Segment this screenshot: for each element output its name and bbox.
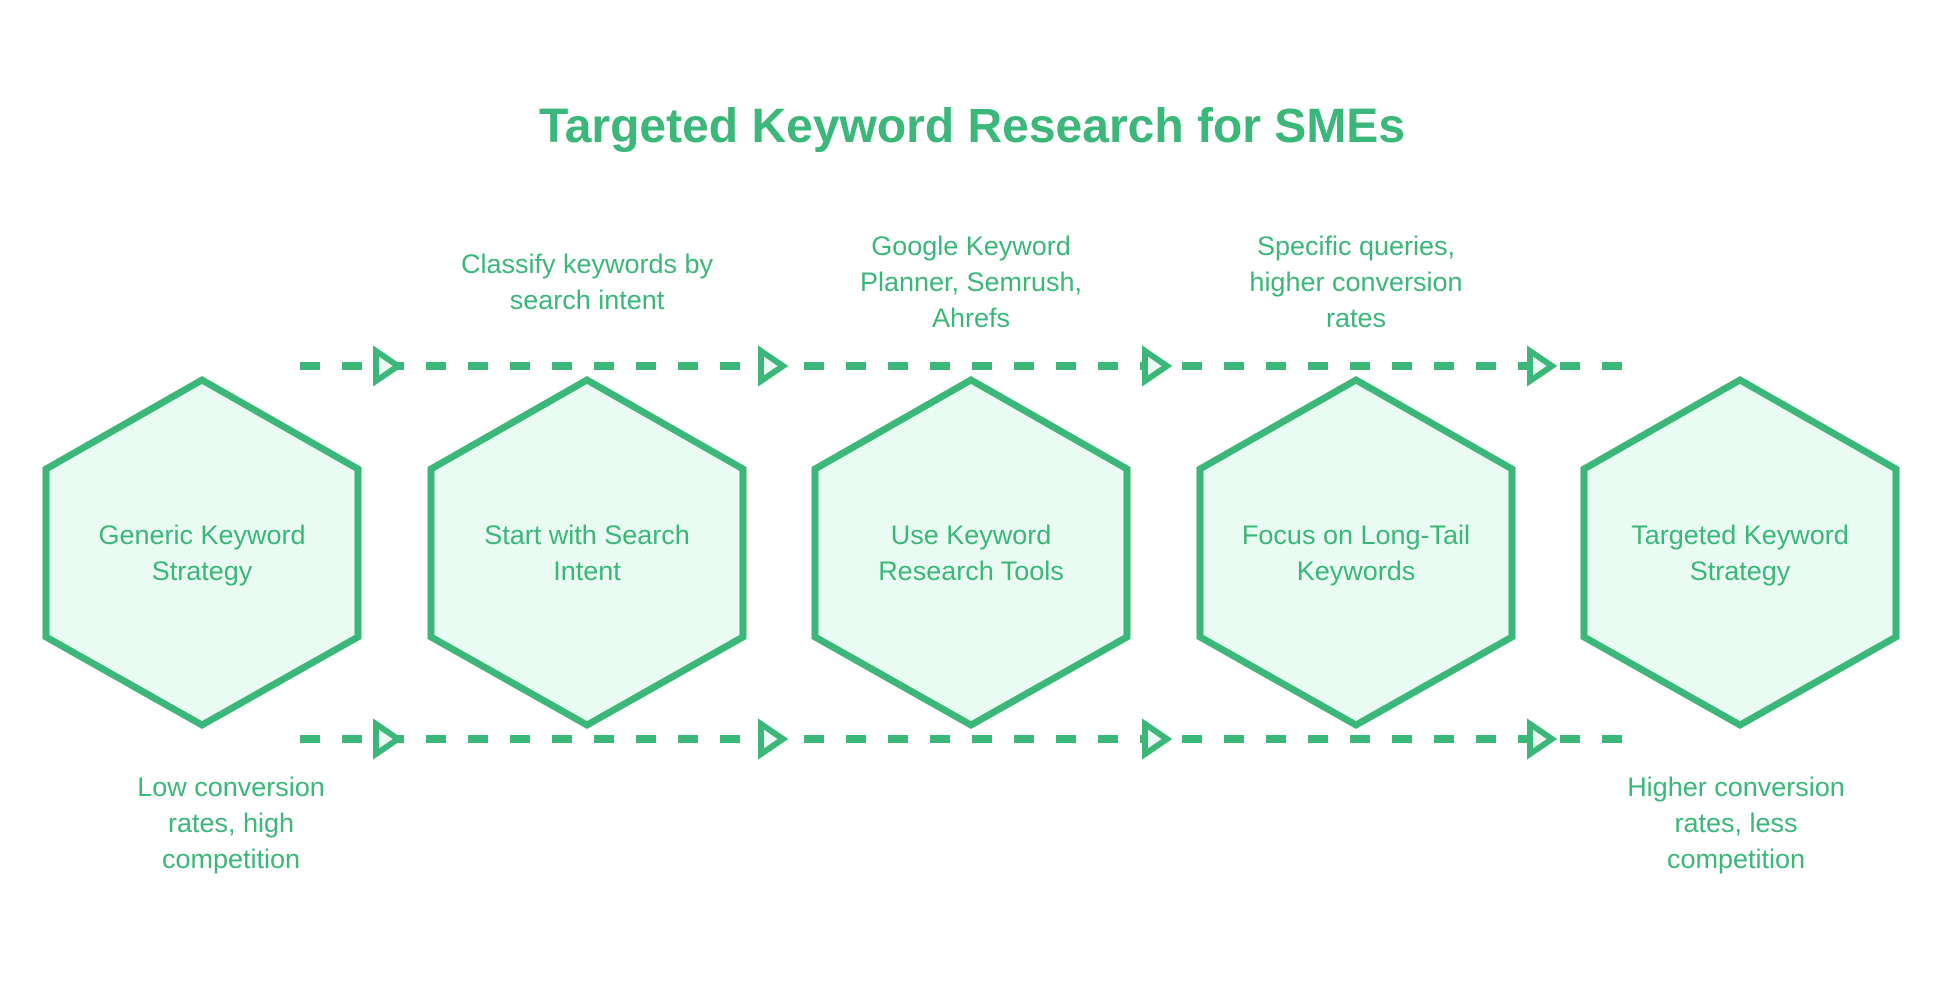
step-label: Focus on Long-Tail <box>1242 520 1470 550</box>
arrow-right-icon <box>758 718 789 760</box>
step-label: Targeted Keyword <box>1631 520 1849 550</box>
hexagon-shape <box>811 375 1131 730</box>
bottom-note: competition <box>1667 844 1805 874</box>
arrow-right-icon <box>1142 345 1173 387</box>
bottom-note: rates, high <box>168 808 294 838</box>
step-label: Generic Keyword <box>98 520 305 550</box>
top-note: Planner, Semrush, <box>860 267 1082 297</box>
bottom-note: Low conversion <box>137 772 325 802</box>
top-note: Classify keywords by <box>461 249 714 279</box>
hexagon-shape <box>427 375 747 730</box>
diagram-title: Targeted Keyword Research for SMEs <box>539 100 1405 153</box>
top-note: Specific queries, <box>1257 231 1455 261</box>
step-label: Use Keyword <box>891 520 1052 550</box>
step-label: Strategy <box>1690 556 1791 586</box>
bottom-note: competition <box>162 844 300 874</box>
arrow-right-icon <box>1142 718 1173 760</box>
bottom-note: Higher conversion <box>1627 772 1845 802</box>
top-note: Google Keyword <box>871 231 1071 261</box>
arrow-right-icon <box>1527 718 1558 760</box>
hexagon-shape <box>1196 375 1516 730</box>
hexagon-shape <box>1580 375 1900 730</box>
top-note: higher conversion <box>1249 267 1462 297</box>
step-label: Intent <box>553 556 621 586</box>
arrow-right-icon <box>373 345 404 387</box>
step-label: Start with Search <box>484 520 690 550</box>
step-label: Keywords <box>1297 556 1416 586</box>
step-label: Research Tools <box>878 556 1064 586</box>
step-label: Strategy <box>152 556 253 586</box>
top-note: Ahrefs <box>932 303 1010 333</box>
bottom-note: rates, less <box>1674 808 1797 838</box>
arrow-right-icon <box>373 718 404 760</box>
hexagon-shape <box>42 375 362 730</box>
arrow-right-icon <box>758 345 789 387</box>
top-note: rates <box>1326 303 1386 333</box>
top-note: search intent <box>510 285 665 315</box>
arrow-right-icon <box>1527 345 1558 387</box>
